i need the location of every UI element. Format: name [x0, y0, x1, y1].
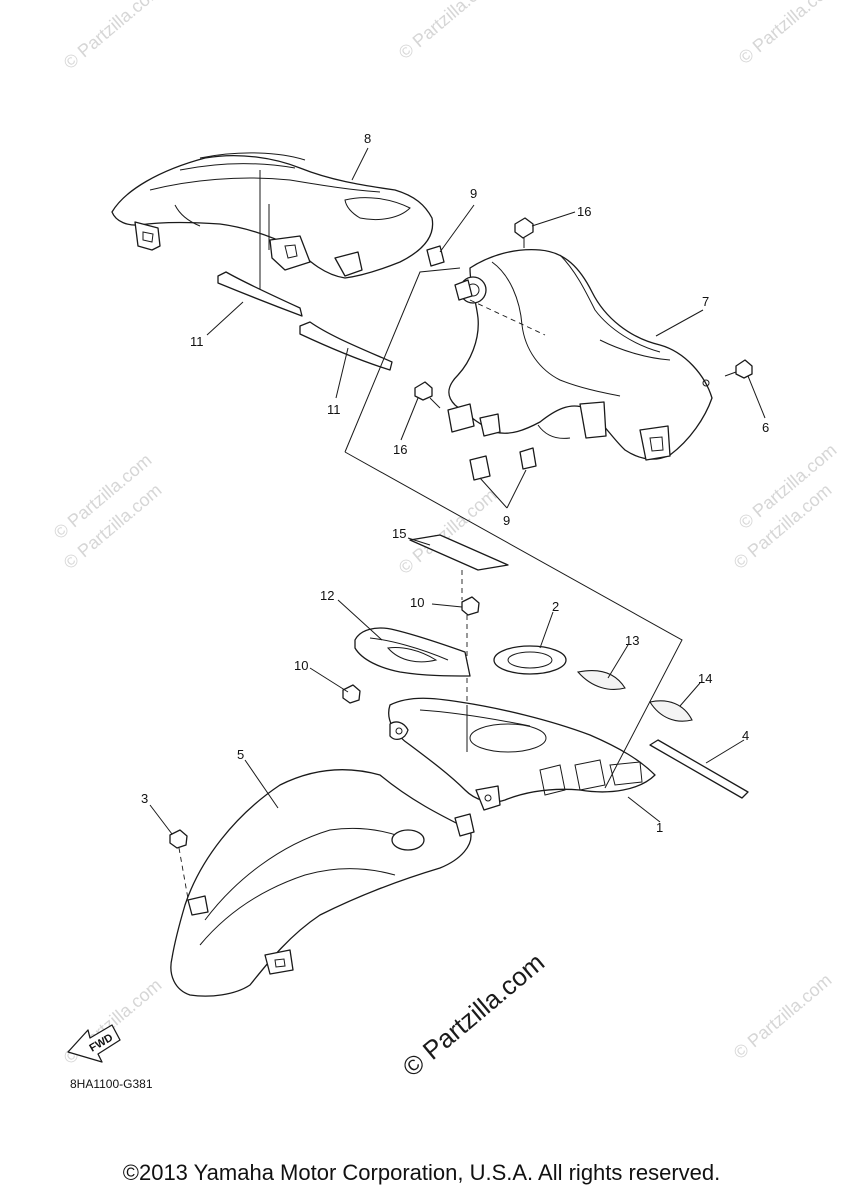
watermark-top-center: © Partzilla.com [395, 0, 501, 63]
copyright-notice: ©2013 Yamaha Motor Corporation, U.S.A. A… [122, 1160, 721, 1185]
callout-12: 12 [320, 588, 334, 603]
part-12-duct [354, 627, 471, 677]
fasteners [169, 217, 753, 911]
callout-6: 6 [762, 420, 769, 435]
callout-4: 4 [742, 728, 749, 743]
callout-3: 3 [141, 791, 148, 806]
part-11-strips [217, 271, 393, 371]
callout-16-top: 16 [577, 204, 591, 219]
part-7-side-cover [447, 249, 713, 461]
watermark-top-left: © Partzilla.com [60, 0, 166, 73]
callout-14: 14 [698, 671, 712, 686]
callout-9-bottom: 9 [503, 513, 510, 528]
callout-10-left: 10 [294, 658, 308, 673]
watermark-bottom-right: © Partzilla.com [730, 970, 836, 1063]
callout-9-top: 9 [470, 186, 477, 201]
part-8-upper-cover [111, 152, 434, 300]
parts-13-14 [576, 670, 693, 722]
callout-1: 1 [656, 820, 663, 835]
part-9-clips [426, 245, 537, 481]
part-4-strip [649, 739, 749, 799]
callout-leaders [149, 147, 766, 835]
callout-11-left: 11 [190, 334, 204, 349]
assembly-lines [344, 267, 683, 789]
callout-16-bottom: 16 [393, 442, 407, 457]
callout-15: 15 [392, 526, 406, 541]
watermark-top-right: © Partzilla.com [735, 0, 841, 68]
part-2-grommet [493, 645, 567, 675]
diagram-code: 8HA1100-G381 [70, 1077, 153, 1091]
callout-8: 8 [364, 131, 371, 146]
callout-2: 2 [552, 599, 559, 614]
callout-10-top: 10 [410, 595, 424, 610]
part-1-inner-panel [388, 697, 656, 811]
watermark-center-large: © Partzilla.com [397, 947, 550, 1083]
callout-11-center: 11 [327, 402, 341, 417]
callout-13: 13 [625, 633, 639, 648]
callout-labels: 8 9 16 7 6 11 11 16 9 15 10 12 2 10 13 1… [141, 131, 769, 835]
part-5-lower-cover [170, 769, 475, 997]
callout-7: 7 [702, 294, 709, 309]
part-15-label [409, 534, 509, 600]
callout-5: 5 [237, 747, 244, 762]
